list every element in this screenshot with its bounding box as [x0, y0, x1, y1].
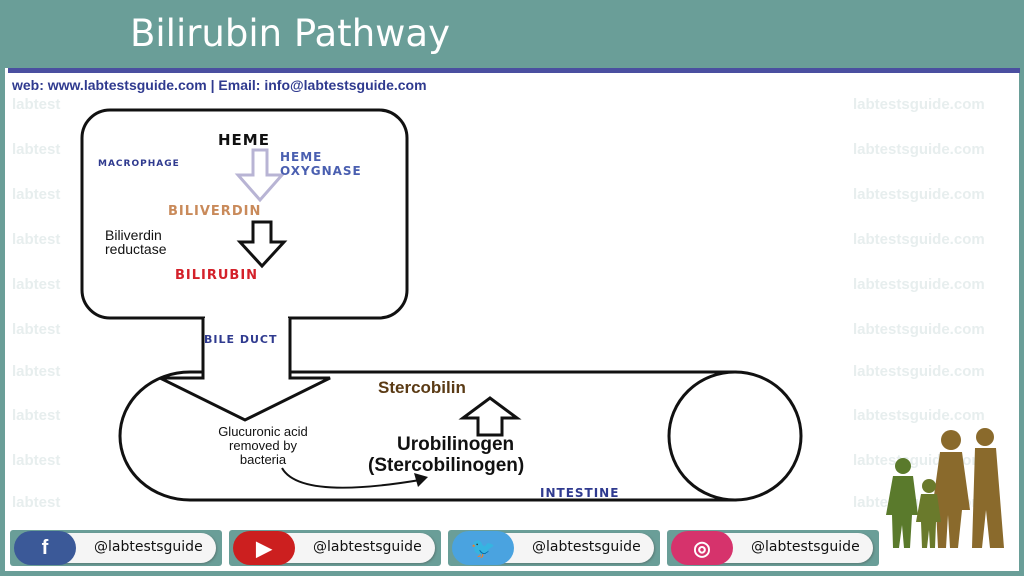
- bile-duct-label: BILE DUCT: [204, 333, 278, 346]
- urobilinogen-label: Urobilinogen: [397, 434, 515, 455]
- social-facebook-button[interactable]: f @labtestsguide: [10, 530, 222, 566]
- bile-duct-arrow: [159, 318, 331, 422]
- watermark-right: labtestsguide.com: [853, 96, 985, 113]
- watermark-right: labtestsguide.com: [853, 363, 985, 380]
- watermark-left: labtest: [12, 363, 61, 380]
- social-youtube-button[interactable]: ▶ @labtestsguide: [229, 530, 441, 566]
- intestine-end: [667, 370, 803, 502]
- watermark-left: labtest: [12, 141, 61, 158]
- glucuronic-label-3: bacteria: [239, 452, 287, 467]
- social-handle: @labtestsguide: [94, 539, 203, 555]
- reductase-arrow: [236, 220, 288, 269]
- title-bar: Bilirubin Pathway: [0, 0, 1024, 68]
- biliverdin-reductase-label-2: reductase: [105, 241, 167, 257]
- facebook-icon: f: [14, 531, 76, 565]
- social-handle: @labtestsguide: [313, 539, 422, 555]
- stercobilin-arrow: [458, 396, 522, 437]
- watermark-right: labtestsguide.com: [853, 321, 985, 338]
- glucuronic-label-2: removed by: [229, 438, 297, 453]
- biliverdin-label: BILIVERDIN: [168, 204, 262, 219]
- intestine-label: INTESTINE: [540, 486, 620, 500]
- stercobilin-label: Stercobilin: [378, 378, 466, 397]
- watermark-left: labtest: [12, 231, 61, 248]
- youtube-icon: ▶: [233, 531, 295, 565]
- bacteria-arrowhead: [414, 473, 428, 487]
- biliverdin-reductase-label-1: Biliverdin: [105, 227, 162, 243]
- page-title: Bilirubin Pathway: [130, 12, 450, 55]
- heme-oxygenase-label-2: OXYGNASE: [280, 164, 362, 178]
- heme-oxygenase-label-1: HEME: [280, 150, 323, 164]
- watermark-left: labtest: [12, 321, 61, 338]
- heme-label: HEME: [218, 131, 270, 149]
- stercobilinogen-label: (Stercobilinogen): [368, 455, 525, 476]
- watermark-left: labtest: [12, 494, 61, 511]
- watermark-right: labtestsguide.com: [853, 141, 985, 158]
- macrophage-label: MACROPHAGE: [98, 159, 180, 169]
- social-handle: @labtestsguide: [532, 539, 641, 555]
- watermark-left: labtest: [12, 407, 61, 424]
- bilirubin-label: BILIRUBIN: [175, 268, 259, 283]
- watermark-right: labtestsguide.com: [853, 407, 985, 424]
- watermark-left: labtest: [12, 96, 61, 113]
- watermark-right: labtestsguide.com: [853, 231, 985, 248]
- contact-line: web: www.labtestsguide.com | Email: info…: [12, 77, 427, 93]
- social-handle: @labtestsguide: [751, 539, 860, 555]
- twitter-icon: 🐦: [452, 531, 514, 565]
- watermark-right: labtestsguide.com: [853, 276, 985, 293]
- watermark-right: labtestsguide.com: [853, 186, 985, 203]
- watermark-left: labtest: [12, 276, 61, 293]
- header-rule: [8, 68, 1020, 73]
- watermark-left: labtest: [12, 186, 61, 203]
- social-instagram-button[interactable]: ◎ @labtestsguide: [667, 530, 879, 566]
- bile-duct-gap: [205, 316, 288, 324]
- watermark-left: labtest: [12, 452, 61, 469]
- glucuronic-label-1: Glucuronic acid: [218, 424, 308, 439]
- heme-oxygenase-arrow: [234, 148, 286, 203]
- family-silhouette: [886, 428, 1004, 548]
- bacteria-curve-arrow: [281, 467, 421, 489]
- instagram-icon: ◎: [671, 531, 733, 565]
- social-twitter-button[interactable]: 🐦 @labtestsguide: [448, 530, 660, 566]
